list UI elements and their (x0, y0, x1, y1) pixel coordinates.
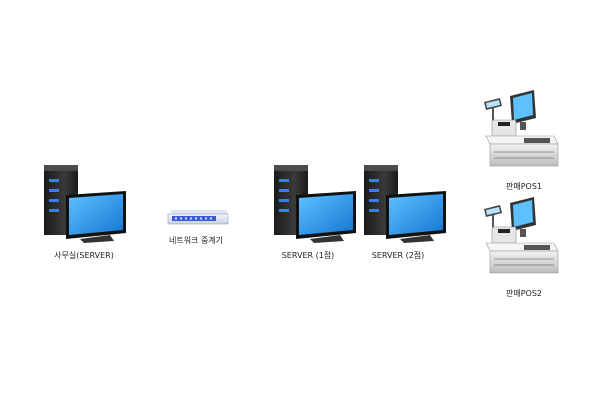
office-server-icon (44, 165, 126, 243)
server-1-label: SERVER (1점) (281, 251, 335, 260)
server-1-icon (274, 165, 356, 243)
pos-2-label: 판매POS2 (505, 289, 543, 298)
office-server-label: 사무실(SERVER) (54, 251, 114, 260)
server-2-icon (364, 165, 446, 243)
pos-1-icon (484, 90, 559, 167)
network-relay-icon (167, 210, 229, 225)
server-2-label: SERVER (2점) (371, 251, 425, 260)
network-relay-label: 네트워크 중계기 (168, 236, 224, 245)
pos-2-icon (484, 197, 559, 274)
pos-1-label: 판매POS1 (505, 182, 543, 191)
